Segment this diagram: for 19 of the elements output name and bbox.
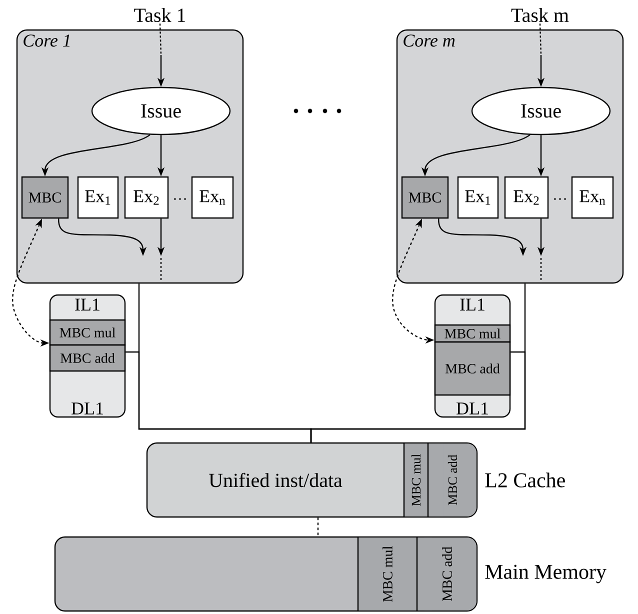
unit-box: Ex$_{2}$ [504, 176, 549, 219]
unit-box: Ex$_{n}$ [571, 176, 614, 219]
unit-box: Ex$_{1}$ [457, 176, 499, 219]
memory-band: MBC mul [403, 443, 428, 517]
unit-box: Ex$_{2}$ [124, 176, 169, 219]
ellipsis-label: … [554, 198, 566, 200]
box-caption: Main Memory [485, 564, 606, 584]
ellipsis-label: … [174, 198, 186, 200]
task-label: Task m [511, 8, 569, 22]
cache-band: MBC mul [49, 319, 126, 346]
cache-band: MBC add [49, 344, 126, 372]
mbc-box: MBC [401, 176, 449, 219]
unit-box: Ex$_{1}$ [77, 176, 119, 219]
cache-band: MBC mul [434, 324, 511, 343]
task-label: Task 1 [134, 8, 186, 22]
unit-box: Ex$_{n}$ [191, 176, 234, 219]
memory-band: MBC add [416, 537, 476, 611]
box-caption: L2 Cache [485, 472, 565, 488]
mbc-box: MBC [21, 176, 69, 219]
